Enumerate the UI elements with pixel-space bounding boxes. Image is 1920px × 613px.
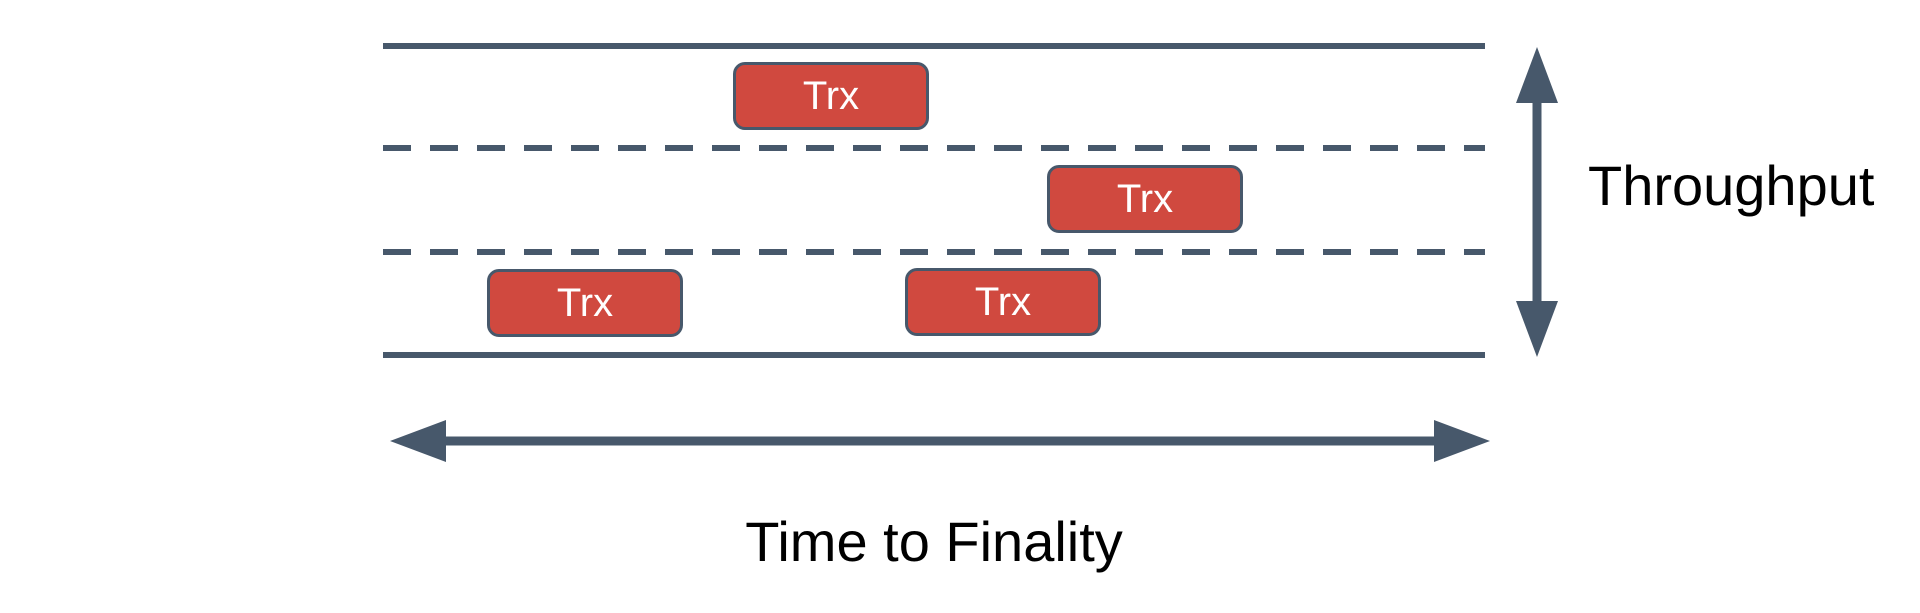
trx-box-label: Trx — [974, 280, 1032, 324]
trx-box-bottom-lane-right: Trx — [905, 268, 1101, 336]
trx-box-top-lane: Trx — [733, 62, 929, 130]
road-top-line — [383, 43, 1485, 49]
trx-box-label: Trx — [556, 281, 614, 325]
trx-box-bottom-lane-left: Trx — [487, 269, 683, 337]
lane-divider-1 — [383, 145, 1485, 151]
road-bottom-line — [383, 352, 1485, 358]
trx-box-label: Trx — [802, 74, 860, 118]
throughput-double-arrow-icon — [1516, 47, 1558, 357]
lane-divider-2 — [383, 249, 1485, 255]
throughput-label: Throughput — [1588, 154, 1875, 217]
trx-box-label: Trx — [1116, 177, 1174, 221]
time-axis-double-arrow-icon — [390, 420, 1490, 462]
trx-box-middle-lane: Trx — [1047, 165, 1243, 233]
time-to-finality-label: Time to Finality — [745, 510, 1123, 573]
